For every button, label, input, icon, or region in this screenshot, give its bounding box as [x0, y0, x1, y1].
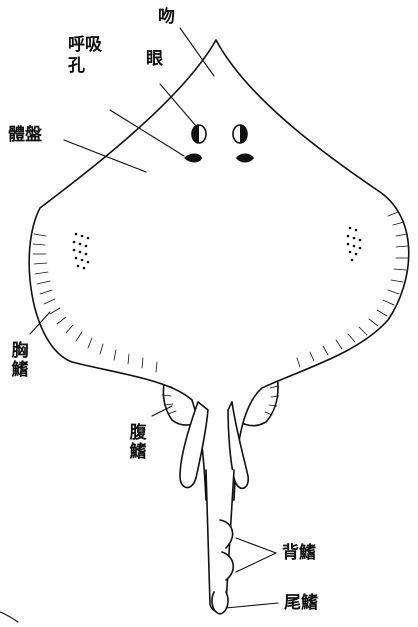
corner-line: [0, 612, 18, 622]
label-spiracle-char-3: 孔: [68, 57, 85, 76]
label-dorsal-fin: 背鰭: [282, 544, 316, 563]
label-snout: 吻: [158, 8, 175, 27]
label-spiracle: 呼吸 孔: [68, 36, 128, 76]
label-pectoral-fin: 胸 鰭: [10, 342, 30, 380]
dorsal-leader-2: [236, 553, 276, 572]
dorsal-leader-1: [236, 538, 276, 553]
label-pectoral-fin-char-2: 鰭: [10, 361, 30, 380]
caudal-leader: [226, 603, 278, 608]
left-eye: [192, 125, 206, 143]
body-disc: [29, 40, 409, 500]
label-eye: 眼: [146, 50, 163, 69]
label-pelvic-fin-char-2: 鰭: [128, 443, 148, 462]
label-disc: 體盤: [8, 126, 42, 145]
label-spiracle-char-1: 呼: [68, 35, 85, 55]
label-pelvic-fin-char-1: 腹: [128, 424, 148, 443]
label-caudal-fin: 尾鰭: [284, 594, 318, 613]
label-pelvic-fin: 腹 鰭: [128, 424, 148, 462]
label-pectoral-fin-char-1: 胸: [10, 342, 30, 361]
caudal-fin: [212, 592, 228, 614]
right-eye: [233, 125, 247, 143]
label-spiracle-char-2: 吸: [85, 35, 102, 55]
